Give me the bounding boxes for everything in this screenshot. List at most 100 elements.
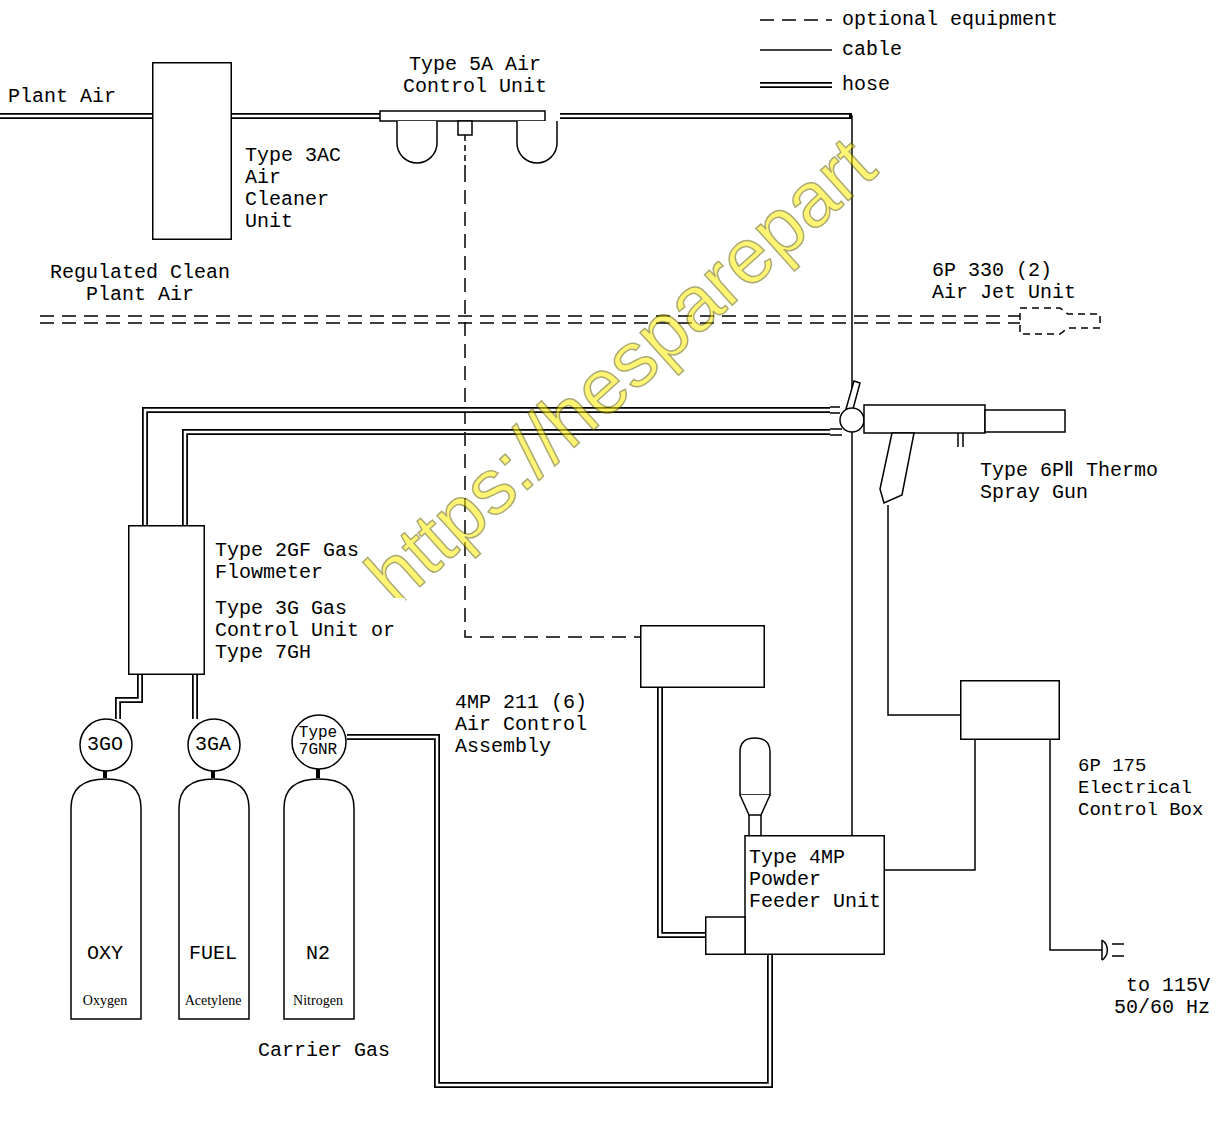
part-label: Type 3G Gas Control Unit or Type 7GH bbox=[215, 598, 405, 664]
air-supply-hose bbox=[560, 116, 852, 117]
node-text: N2 bbox=[283, 943, 353, 965]
hose-inner bbox=[560, 115, 849, 118]
plug-symbol bbox=[1102, 940, 1107, 960]
supply-label: Regulated Clean Plant Air bbox=[40, 262, 240, 306]
node-text: Type 2GF Gas Flowmeter bbox=[215, 540, 405, 584]
cable-connector bbox=[888, 505, 960, 715]
shape-svg bbox=[1020, 306, 1100, 336]
node-text: Type 7GNR bbox=[291, 725, 345, 759]
fuel-cylinder: FUELAcetylene bbox=[178, 778, 250, 1020]
cable-connector bbox=[885, 740, 975, 870]
regulator-circle bbox=[292, 715, 346, 769]
unit-box bbox=[641, 626, 765, 688]
shape-svg bbox=[178, 778, 250, 1020]
oxygen-cylinder: OXY Oxygen bbox=[70, 778, 142, 1020]
node-text: 6P 330 (2) Air Jet Unit bbox=[932, 260, 1092, 304]
legend-sample bbox=[760, 39, 834, 61]
hose-outer bbox=[660, 688, 705, 935]
shape-svg bbox=[128, 525, 205, 675]
gun-valve-lever bbox=[846, 381, 860, 409]
gas-cylinder bbox=[71, 779, 141, 1019]
air-jet-outline bbox=[1020, 308, 1100, 334]
regulator-circle bbox=[80, 719, 132, 771]
shape-outline bbox=[641, 626, 765, 688]
node-text: Type 4MP Powder Feeder Unit bbox=[749, 847, 883, 913]
regulator-neck bbox=[211, 771, 215, 778]
shape-outline bbox=[961, 681, 1060, 740]
hopper-neck bbox=[749, 815, 761, 835]
shape-svg bbox=[283, 778, 355, 1020]
shape-svg bbox=[380, 108, 560, 168]
gun-barrel bbox=[864, 405, 985, 433]
air-cleaner-unit: Type 3AC Air Cleaner Unit bbox=[152, 62, 232, 240]
shape-outline bbox=[284, 779, 354, 1019]
node-text: 3GO bbox=[79, 734, 131, 756]
air-control-unit: Type 5A Air Control Unit bbox=[380, 108, 560, 168]
node-text: 3GA bbox=[187, 734, 239, 756]
feeder-inlet bbox=[706, 917, 745, 954]
regulator-neck bbox=[103, 771, 107, 778]
hose-inner bbox=[347, 737, 770, 1085]
shape-outline bbox=[292, 715, 346, 769]
node-text: OXY bbox=[70, 943, 140, 965]
hose-outer bbox=[0, 113, 152, 119]
shape-outline bbox=[179, 779, 249, 1019]
manifold-bar bbox=[380, 111, 545, 121]
nitrogen-cylinder: N2Nitrogen bbox=[283, 778, 355, 1020]
air-jet-unit: 6P 330 (2) Air Jet Unit bbox=[1020, 306, 1100, 336]
shape-outline bbox=[129, 526, 205, 675]
electrical-control-box: 6P 175 Electrical Control Box bbox=[960, 680, 1060, 740]
hose-connector bbox=[118, 675, 140, 719]
node-text: Type 6PⅡ Thermo Spray Gun bbox=[980, 460, 1215, 504]
gun-fitting bbox=[958, 433, 963, 447]
regulator-neck bbox=[316, 769, 320, 778]
plug-symbol bbox=[1101, 940, 1103, 960]
shape-svg bbox=[70, 778, 142, 1020]
node-text: Type 3AC Air Cleaner Unit bbox=[245, 145, 349, 233]
powder-hopper bbox=[740, 738, 770, 835]
gun-nozzle bbox=[985, 410, 1065, 432]
power-label: to 115V 50/60 Hz bbox=[1090, 975, 1210, 1019]
legend-sample bbox=[760, 74, 834, 96]
hose-inner bbox=[118, 675, 140, 719]
unit-box bbox=[961, 681, 1060, 740]
gas-cylinder bbox=[179, 779, 249, 1019]
shape-outline bbox=[706, 836, 885, 955]
outlet-line bbox=[464, 135, 466, 168]
oxygen-regulator: 3GO bbox=[79, 719, 133, 771]
watermark: https://hesparepart bbox=[348, 119, 892, 621]
hose-inner bbox=[232, 115, 380, 118]
hose-outer bbox=[760, 82, 832, 88]
hose-outer bbox=[232, 113, 380, 119]
hose-outer bbox=[118, 675, 140, 719]
hose-outer bbox=[560, 113, 852, 119]
cable-line bbox=[885, 740, 975, 870]
node-text: FUEL bbox=[178, 943, 248, 965]
shape-outline bbox=[80, 719, 132, 771]
fuel-regulator: 3GA bbox=[187, 719, 241, 771]
hose-outer bbox=[347, 737, 770, 1085]
thermo-spray-gun: Type 6PⅡ Thermo Spray Gun bbox=[830, 395, 1070, 505]
dashed-line bbox=[40, 322, 1020, 324]
cable-connector bbox=[213, 771, 214, 778]
hose-connector bbox=[195, 675, 196, 719]
legend-line bbox=[760, 20, 832, 21]
node-text: Nitrogen bbox=[283, 990, 353, 1012]
gun-valve bbox=[840, 408, 864, 432]
cable-connector bbox=[105, 771, 106, 778]
shape-svg bbox=[960, 680, 1060, 740]
air-control-assembly: 4MP 211 (6) Air Control Assembly bbox=[640, 625, 765, 688]
optional-air-hose bbox=[40, 316, 1020, 323]
cable-line bbox=[888, 505, 960, 715]
shape-outline bbox=[380, 111, 557, 168]
supply-label: Plant Air bbox=[8, 86, 148, 108]
legend-text: cable bbox=[842, 39, 902, 61]
unit-box bbox=[153, 63, 232, 240]
legend-line bbox=[760, 50, 832, 51]
filter-bowl bbox=[517, 121, 557, 163]
node-text: Oxygen bbox=[70, 990, 140, 1012]
hose-inner bbox=[760, 84, 832, 87]
shape-outline bbox=[1020, 308, 1100, 334]
plug-prong bbox=[1112, 944, 1124, 956]
